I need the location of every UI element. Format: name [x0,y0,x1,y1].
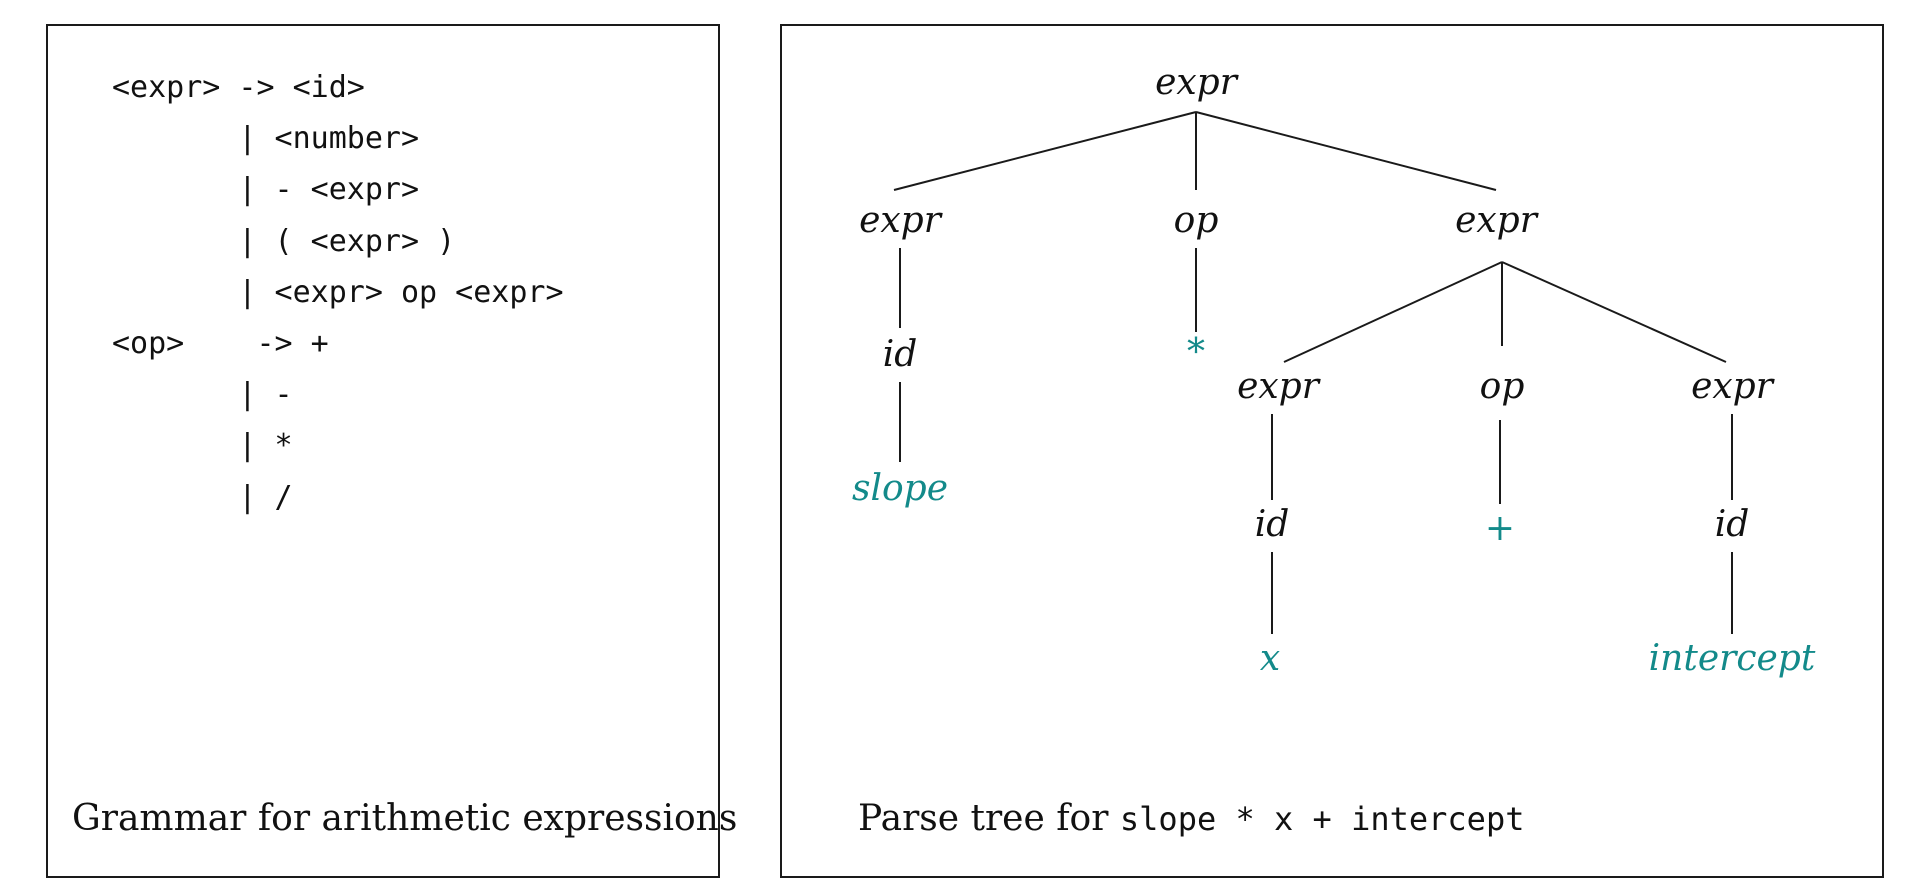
grammar-line: <expr> -> <id> [112,70,365,105]
tree-node-op-top: op [1174,200,1219,241]
grammar-line: | ( <expr> ) [112,223,456,259]
grammar-line: <op> -> + [112,325,329,361]
tree-leaf-intercept: intercept [1649,638,1816,679]
tree-leaf-slope: slope [852,468,948,509]
grammar-caption: Grammar for arithmetic expressions [72,798,738,839]
tree-edge [893,111,1197,191]
tree-leaf-star: * [1187,332,1205,373]
tree-node-id-intercept: id [1715,504,1750,545]
tree-node-expr-mid-left: expr [1237,366,1321,407]
tree-node-expr-right: expr [1455,200,1539,241]
tree-node-expr-mid-right: expr [1691,366,1775,407]
grammar-line: | * [112,428,293,464]
tree-node-id-x: id [1255,504,1290,545]
grammar-line: | - [112,377,293,413]
grammar-rules: <expr> -> <id> | <number> | - <expr> | (… [112,62,564,523]
grammar-line: | / [112,479,293,515]
tree-edge [1283,261,1503,363]
parse-tree-caption: Parse tree for slope * x + intercept [858,798,1524,839]
tree-node-expr-left: expr [859,200,943,241]
tree-node-id-slope: id [883,334,918,375]
tree-leaf-plus: + [1485,508,1515,549]
parse-tree-caption-expression: slope * x + intercept [1119,800,1525,838]
grammar-line: | <number> [112,121,420,157]
parse-tree-panel: expr expr op expr id * slope expr op exp… [780,24,1884,878]
tree-node-op-mid: op [1480,366,1525,407]
grammar-line: | <expr> op <expr> [112,274,564,310]
tree-leaf-x: x [1260,638,1280,679]
tree-edge [1501,261,1727,363]
tree-edge [1195,111,1497,191]
grammar-panel: <expr> -> <id> | <number> | - <expr> | (… [46,24,737,878]
tree-node-expr-root: expr [1155,62,1239,103]
parse-tree-caption-prefix: Parse tree for [858,798,1109,839]
grammar-line: | - <expr> [112,172,420,208]
parse-tree-diagram: expr expr op expr id * slope expr op exp… [852,62,1816,679]
